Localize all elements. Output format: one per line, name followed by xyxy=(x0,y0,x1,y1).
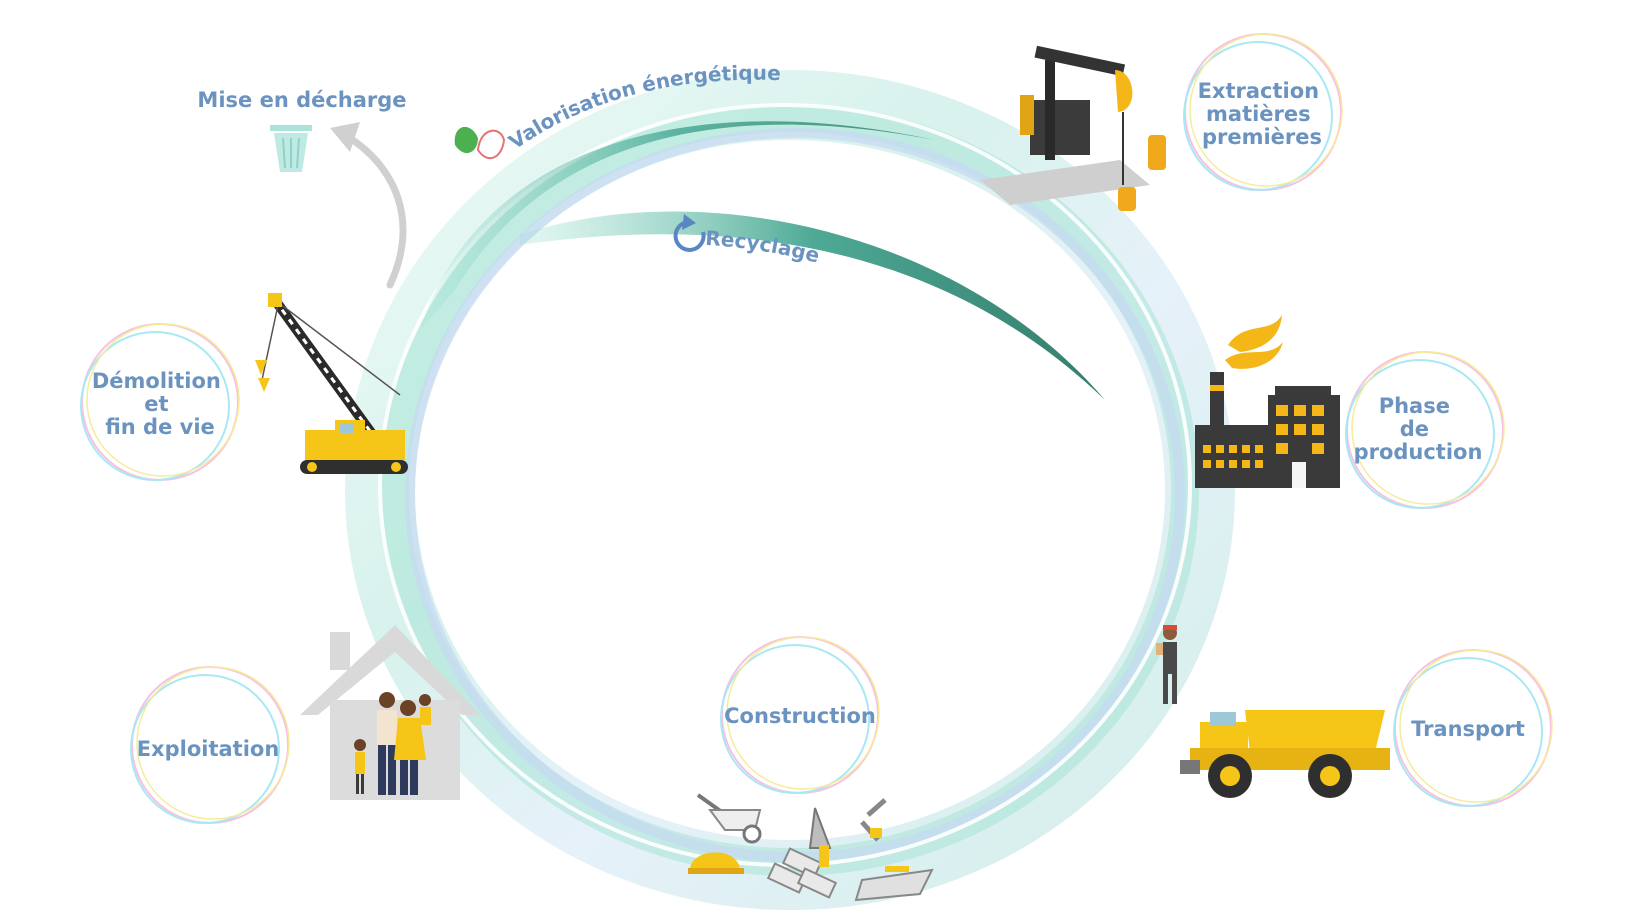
leaf-icon xyxy=(454,126,506,160)
stage-label-extraction: Extraction matières premières xyxy=(1198,79,1327,149)
stage-label-demolition: Démolition et fin de vie xyxy=(92,369,228,439)
recycling-swoosh xyxy=(520,211,1105,400)
stage-circle-demolition xyxy=(80,323,240,481)
stage-label-construction: Construction xyxy=(724,704,876,728)
dump-truck-icon xyxy=(1180,710,1390,798)
stage-label-production: Phase de production xyxy=(1354,394,1483,464)
landfill-arrow xyxy=(330,122,407,289)
family-house-icon xyxy=(300,625,480,800)
recycle-arrow-icon xyxy=(673,214,706,252)
stage-circle-transport xyxy=(1393,649,1553,807)
stage-circle-production xyxy=(1345,351,1505,509)
landfill-label: Mise en décharge xyxy=(197,88,406,112)
stage-label-exploitation: Exploitation xyxy=(137,737,280,761)
energy-recovery-swoosh xyxy=(420,121,935,330)
stage-circle-exploitation xyxy=(130,666,290,824)
trash-bin-icon xyxy=(270,125,312,172)
oil-pump-icon xyxy=(980,45,1166,211)
construction-tools-icon xyxy=(688,793,934,902)
stage-circle-extraction xyxy=(1183,33,1343,191)
crane-icon xyxy=(255,293,408,474)
stage-label-transport: Transport xyxy=(1411,717,1525,741)
stage-circle-construction xyxy=(720,636,880,794)
delivery-worker-icon xyxy=(1156,625,1177,704)
factory-icon xyxy=(1195,315,1340,488)
